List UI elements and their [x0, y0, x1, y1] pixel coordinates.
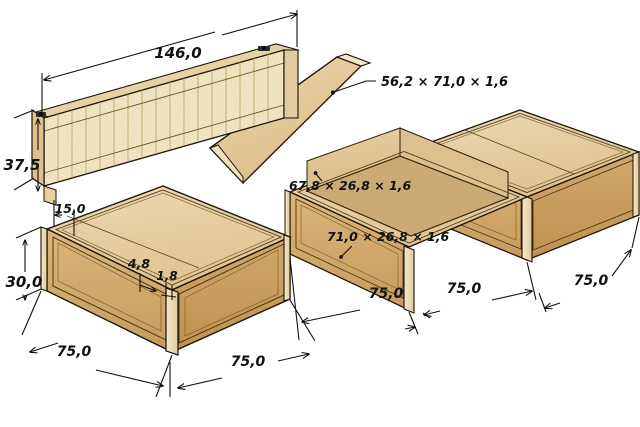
box-right-post-right — [632, 151, 640, 218]
box-middle-front-frame-inner — [300, 204, 399, 290]
open-lid-edge-bottom — [209, 144, 244, 185]
open-lid — [208, 53, 372, 185]
ext-75M-b — [289, 257, 300, 341]
ext-375-top — [13, 109, 35, 119]
dim-75L-seg1 — [30, 342, 59, 352]
ext-75L-a — [21, 290, 42, 336]
box-left-side-grain — [172, 237, 290, 352]
dim-75R-seg2 — [491, 291, 532, 301]
dim-146-seg-left — [44, 31, 216, 80]
box-left-post-front — [165, 287, 179, 356]
open-lid-grain — [210, 57, 361, 183]
dim-label-box-depth-right: 75,0 — [574, 273, 609, 289]
dimension-labels: 146,0 37,5 56,2 × 71,0 × 1,6 67,8 × 26,8… — [3, 44, 608, 370]
box-left-post-right — [283, 234, 291, 302]
leader-front — [341, 245, 353, 257]
dim-75M-seg2 — [404, 327, 415, 329]
box-middle-interior-back-grain — [307, 128, 400, 191]
box-left — [40, 185, 292, 356]
backrest-panel — [31, 43, 301, 206]
hinge-right — [258, 45, 270, 51]
dim-label-side-panel-spec: 67,8 × 26,8 × 1,6 — [289, 178, 411, 193]
dim-label-box-width-middle: 75,0 — [369, 286, 404, 302]
box-middle-post-right — [403, 245, 415, 314]
ext-300-bot — [15, 288, 42, 301]
dimension-lines — [13, 10, 640, 398]
backrest-slat-lines — [57, 54, 269, 182]
box-left-top-rebate-inner — [61, 192, 275, 282]
leader-lid-dot — [330, 90, 336, 95]
box-right-post-center — [521, 194, 533, 263]
dim-75M-seg1 — [302, 309, 361, 322]
dim-75R-seg1 — [424, 311, 441, 315]
backrest-rail-lower — [43, 104, 285, 174]
ext-75R-a — [526, 261, 537, 301]
backrest-right-endcap — [283, 49, 299, 119]
dim-label-box-depth-left: 75,0 — [57, 344, 92, 360]
dim-146-seg-right — [221, 14, 297, 36]
ext-75L-b — [155, 354, 173, 398]
ext-300-top — [15, 226, 42, 239]
dim-75W-seg2 — [277, 354, 309, 362]
box-left-side-frame-inner — [184, 249, 279, 337]
leader-side-dot — [313, 171, 318, 175]
box-middle-rim-bevel — [296, 151, 521, 244]
open-lid-inner-line — [242, 65, 362, 184]
box-middle — [284, 127, 529, 314]
dim-75RD-seg1 — [545, 303, 561, 308]
box-middle-front-grain — [290, 192, 409, 310]
hinge-left — [36, 111, 46, 117]
dim-label-box-height: 30,0 — [5, 273, 42, 291]
backrest-mount-left — [43, 185, 57, 206]
dim-48-seg — [139, 284, 156, 291]
box-left-top-rail-seam — [66, 215, 200, 269]
dim-label-top-overhang: 15,0 — [55, 201, 86, 216]
box-right-side-grain — [527, 152, 639, 260]
box-left-post-left — [40, 226, 48, 292]
leader-lines — [313, 80, 376, 259]
leader-side — [315, 173, 323, 182]
dim-label-box-width-right: 75,0 — [447, 281, 482, 297]
dim-label-back-panel-height: 37,5 — [3, 156, 40, 174]
dim-75W-seg1 — [178, 377, 223, 388]
backrest-panel-grain — [44, 50, 284, 186]
box-middle-front-frame — [295, 198, 404, 299]
dim-75RD-seg2 — [611, 250, 631, 277]
dim-label-box-width-left: 75,0 — [231, 354, 266, 370]
dim-label-rail-width: 4,8 — [127, 256, 150, 271]
hinge-right-bolt — [261, 45, 267, 51]
open-lid-edge-top — [335, 53, 372, 67]
dim-label-lid-panel-spec: 56,2 × 71,0 × 1,6 — [381, 75, 508, 90]
dim-75L-seg2 — [95, 369, 163, 386]
ext-75RD-a — [631, 216, 640, 249]
leader-lid — [333, 80, 376, 93]
ext-375-bot — [13, 177, 35, 191]
dim-label-back-panel-length: 146,0 — [154, 44, 201, 62]
box-left-front-frame-inner — [57, 242, 162, 332]
box-middle-interior-floor — [305, 155, 510, 237]
dim-label-panel-thickness: 1,8 — [156, 269, 177, 283]
leader-front-dot — [339, 255, 343, 259]
backrest-rail-upper — [43, 62, 285, 132]
box-left-top-rebate — [54, 189, 283, 286]
box-right-top-seam — [464, 129, 575, 175]
dim-18-seg — [160, 294, 177, 298]
dim-label-front-panel-spec: 71,0 × 26,8 × 1,6 — [327, 229, 449, 244]
